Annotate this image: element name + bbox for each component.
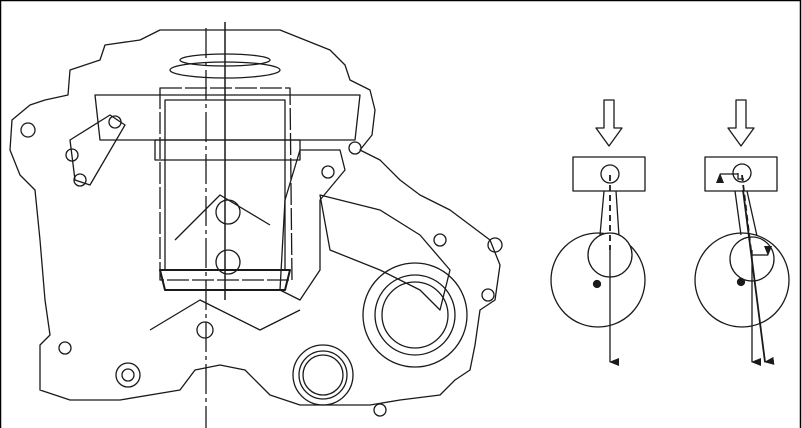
connecting-rod [599,190,620,237]
force-arrow-icon [727,99,755,147]
piston [704,156,778,192]
crank-disc [694,232,790,328]
force-arrow-icon [595,99,623,147]
connecting-rod [734,190,758,237]
crank-mechanism-offset [694,99,790,366]
piston [572,156,646,192]
crank-mechanism-centered [550,99,646,366]
engine-block-drawing [9,29,503,417]
crank-disc [550,232,646,328]
